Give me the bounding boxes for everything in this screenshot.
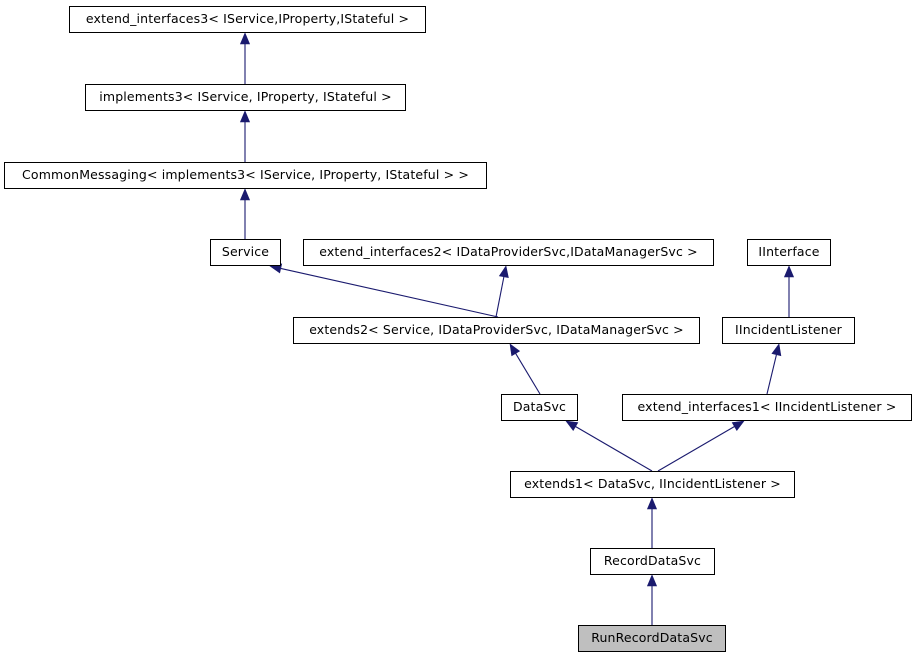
class-node-label: RecordDataSvc xyxy=(603,553,702,569)
class-node-iincidentlistener[interactable]: IIncidentListener xyxy=(722,317,855,344)
class-node-implements3[interactable]: implements3< IService, IProperty, IState… xyxy=(85,84,406,111)
class-node-extend_interfaces1[interactable]: extend_interfaces1< IIncidentListener > xyxy=(622,394,912,421)
inheritance-edge-datasvc-to-extends2 xyxy=(509,343,541,395)
edge-line xyxy=(766,354,777,395)
inheritance-arrowhead xyxy=(239,110,251,123)
inheritance-arrowhead xyxy=(509,343,521,357)
edge-line xyxy=(575,426,653,472)
class-node-label: extend_interfaces1< IIncidentListener > xyxy=(637,399,897,415)
class-node-label: extends1< DataSvc, IIncidentListener > xyxy=(524,476,781,492)
edge-line xyxy=(280,267,499,318)
edge-line xyxy=(657,426,735,472)
inheritance-arrowhead xyxy=(239,188,251,201)
class-node-datasvc[interactable]: DataSvc xyxy=(501,394,578,421)
inheritance-edge-extends2-to-service xyxy=(269,263,499,318)
class-node-label: Service xyxy=(221,244,270,260)
inheritance-edge-recorddatasvc-to-extends1 xyxy=(646,497,658,548)
class-node-label: IInterface xyxy=(758,244,820,260)
inheritance-edge-iincidentlistener-to-iinterface xyxy=(783,265,795,317)
class-node-runrecorddatasvc[interactable]: RunRecordDataSvc xyxy=(578,625,726,652)
class-node-recorddatasvc[interactable]: RecordDataSvc xyxy=(590,548,715,575)
class-node-label: RunRecordDataSvc xyxy=(591,630,713,646)
class-node-extends2[interactable]: extends2< Service, IDataProviderSvc, IDa… xyxy=(293,317,700,344)
class-node-label: implements3< IService, IProperty, IState… xyxy=(99,89,392,105)
class-node-label: extend_interfaces3< IService,IProperty,I… xyxy=(85,11,410,27)
inheritance-edge-extend_interfaces1-to-iincidentlistener xyxy=(766,343,782,395)
inheritance-edge-runrecorddatasvc-to-recorddatasvc xyxy=(646,574,658,625)
inheritance-arrowhead xyxy=(565,420,579,432)
class-node-label: extend_interfaces2< IDataProviderSvc,IDa… xyxy=(319,244,698,260)
class-node-iinterface[interactable]: IInterface xyxy=(747,239,831,266)
inheritance-arrowhead xyxy=(731,420,745,432)
edge-line xyxy=(495,276,505,318)
inheritance-arrowhead xyxy=(783,265,795,278)
inheritance-edge-common_messaging-to-implements3 xyxy=(239,110,251,162)
inheritance-arrowhead xyxy=(498,265,509,279)
class-node-common_messaging[interactable]: CommonMessaging< implements3< IService, … xyxy=(4,162,487,189)
class-node-extend_interfaces3[interactable]: extend_interfaces3< IService,IProperty,I… xyxy=(69,6,426,33)
class-node-label: CommonMessaging< implements3< IService, … xyxy=(22,167,469,183)
class-node-label: DataSvc xyxy=(512,399,567,415)
inheritance-arrowhead xyxy=(239,32,251,45)
inheritance-arrowhead xyxy=(646,497,658,510)
inheritance-edge-extends1-to-extend_interfaces1 xyxy=(657,420,745,472)
inheritance-edge-extends1-to-datasvc xyxy=(565,420,653,472)
inheritance-edge-implements3-to-extend_interfaces3 xyxy=(239,32,251,84)
class-node-label: IIncidentListener xyxy=(735,322,842,338)
class-node-extends1[interactable]: extends1< DataSvc, IIncidentListener > xyxy=(510,471,795,498)
inheritance-arrowhead xyxy=(771,343,782,357)
inheritance-edge-service-to-common_messaging xyxy=(239,188,251,239)
class-node-service[interactable]: Service xyxy=(210,239,281,266)
inheritance-edge-extends2-to-extend_interfaces2 xyxy=(495,265,509,318)
class-node-label: extends2< Service, IDataProviderSvc, IDa… xyxy=(309,322,684,338)
edge-line xyxy=(515,353,541,395)
class-node-extend_interfaces2[interactable]: extend_interfaces2< IDataProviderSvc,IDa… xyxy=(303,239,714,266)
inheritance-arrowhead xyxy=(646,574,658,587)
